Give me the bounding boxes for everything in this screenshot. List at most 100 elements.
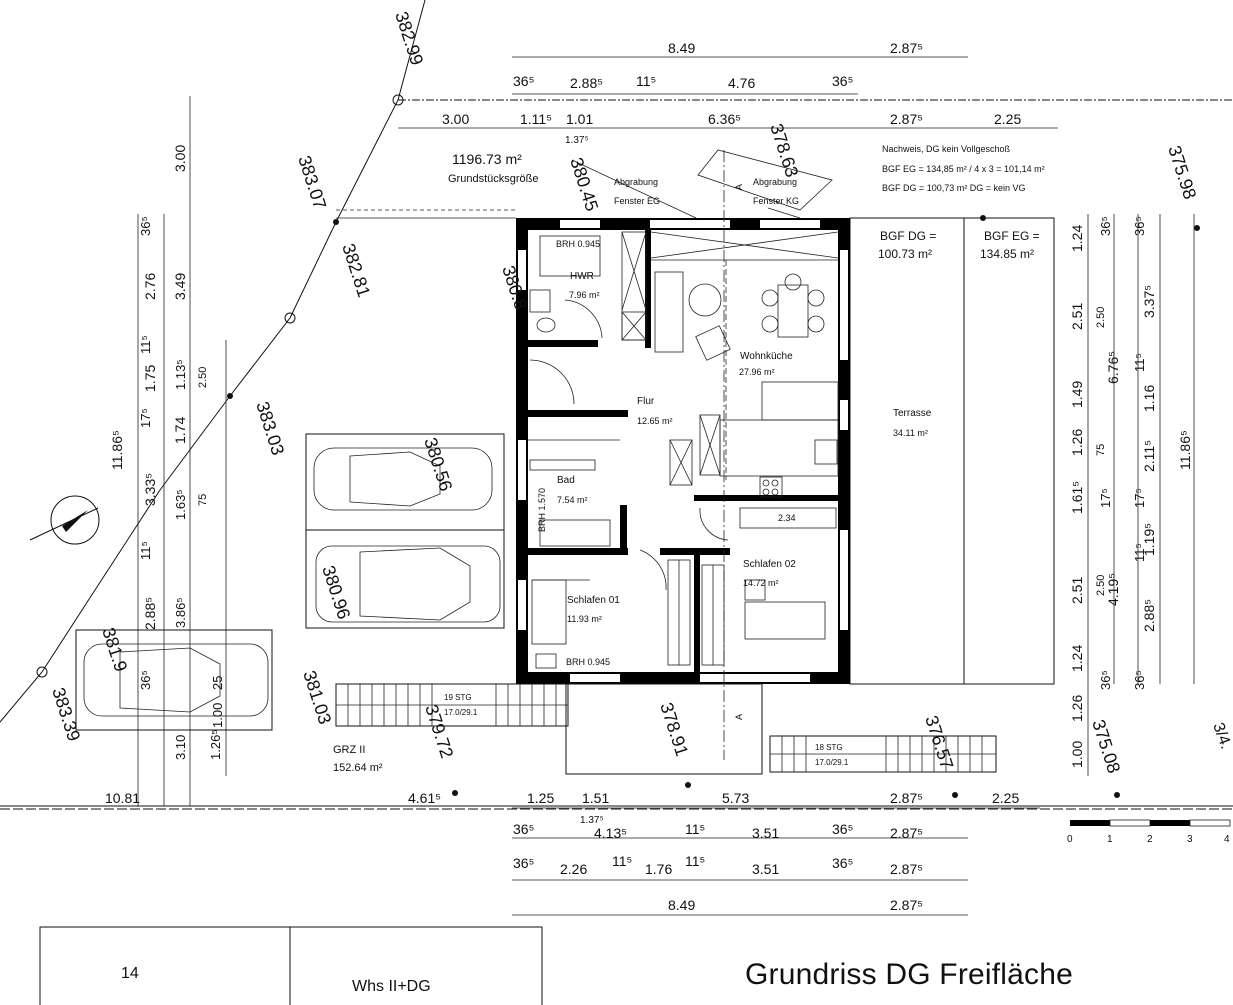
stairs-right-ratio: 17.0/29.1 — [815, 758, 849, 767]
abgrabung-kg-1: Abgrabung — [753, 177, 797, 187]
dimension-texts-top: 8.49 2.87⁵ 36⁵ 2.88⁵ 11⁵ 4.76 36⁵ 3.00 1… — [442, 40, 1021, 146]
car-2 — [315, 545, 501, 623]
dimension-texts-bottom: 10.81 4.61⁵ 1.25 1.51 5.73 2.87⁵ 2.25 1.… — [105, 790, 1019, 913]
elevation-label: 375.08 — [1088, 717, 1124, 776]
room-flur-area: 12.65 m² — [637, 416, 673, 426]
dimension-lines — [137, 56, 1195, 916]
title-block-frame — [39, 926, 543, 1005]
dim-text: 1.01 — [566, 111, 593, 127]
room-terrasse-area: 34.11 m² — [893, 428, 928, 438]
plot-area: 1196.73 m² — [452, 151, 522, 167]
parking — [75, 433, 505, 731]
dim-text: 2.50 — [1095, 575, 1107, 596]
dim-text: 36⁵ — [513, 73, 534, 89]
dimension-texts-left: 11.86⁵ 36⁵ 2.76 11⁵ 1.75 17⁵ 3.33⁵ 11⁵ 2… — [109, 145, 225, 760]
dim-text: 11.86⁵ — [109, 430, 125, 470]
dim-text: 1.00 — [1069, 741, 1085, 768]
scale-bar: 0 1 2 3 4 — [1067, 819, 1231, 845]
dim-text: 2.51 — [1069, 577, 1085, 604]
dim-text: 10.81 — [105, 790, 140, 806]
title-block-number: 14 — [121, 965, 139, 982]
dim-text: 11⁵ — [138, 541, 153, 560]
dim-text: 1.76 — [645, 861, 672, 877]
dim-text: 11⁵ — [138, 335, 153, 354]
dim-text: 1.51 — [582, 790, 609, 806]
dim-text: 1.24 — [1069, 225, 1085, 252]
stairs-right-count: 18 STG — [815, 743, 843, 752]
dim-text: 11⁵ — [1132, 353, 1147, 372]
dim-text: 8.49 — [668, 897, 695, 913]
dim-text: 4.13⁵ — [594, 825, 627, 841]
dim-text: 36⁵ — [513, 821, 534, 837]
dim-text: 1.61⁵ — [1069, 481, 1085, 514]
scale-0: 0 — [1067, 834, 1073, 845]
dim-text: 2.76 — [142, 273, 158, 300]
dim-text: 4.76 — [728, 75, 755, 91]
room-hwr-area: 7.96 m² — [569, 290, 600, 300]
dim-text: 2.87⁵ — [890, 111, 923, 127]
dim-text: 2.25 — [992, 790, 1019, 806]
dim-text: 3.00 — [442, 111, 469, 127]
dim-text: 2.87⁵ — [890, 40, 923, 56]
dim-text: 1.26⁵ — [208, 729, 223, 760]
dim-text: 2.87⁵ — [890, 861, 923, 877]
plot-area-label: Grundstücksgröße — [448, 173, 538, 185]
scale-3: 3 — [1187, 834, 1193, 845]
dim-text: 36⁵ — [138, 670, 153, 690]
room-schlafen02-name: Schlafen 02 — [743, 559, 796, 570]
dim-text: 2.87⁵ — [890, 825, 923, 841]
dim-text: 11.86⁵ — [1177, 430, 1193, 470]
section-mark-top: A — [734, 184, 744, 190]
room-bad-name: Bad — [557, 475, 575, 486]
dim-text: 3.51 — [752, 825, 779, 841]
drawing-title: Grundriss DG Freifläche — [745, 958, 1074, 991]
dim-text: 2.50 — [1095, 307, 1107, 328]
dim-text: 36⁵ — [832, 821, 853, 837]
room-terrasse-name: Terrasse — [893, 408, 932, 419]
scale-1: 1 — [1107, 834, 1113, 845]
dim-text: 36⁵ — [832, 855, 853, 871]
dim-text: 75 — [1095, 444, 1107, 456]
bgf-eg-value: 134.85 m² — [980, 247, 1034, 261]
elevation-label: 380.96 — [318, 563, 354, 622]
labels: 1196.73 m² Grundstücksgröße GRZ II 152.6… — [333, 144, 1233, 774]
dim-text: 1.26 — [1069, 429, 1085, 456]
dim-text: 5.73 — [722, 790, 749, 806]
dim-text: 1.13⁵ — [173, 359, 188, 390]
dim-text: 2.51 — [1069, 303, 1085, 330]
dim-text: 6.36⁵ — [708, 111, 741, 127]
grz-label: GRZ II — [333, 744, 365, 756]
nachweis-line-3: BGF DG = 100,73 m² DG = kein VG — [882, 183, 1026, 193]
brh-schlafen01: BRH 0.945 — [566, 657, 610, 667]
grz-value: 152.64 m² — [333, 762, 383, 774]
dim-text: 1.16 — [1141, 385, 1157, 412]
dim-text: 1.00 — [210, 703, 225, 728]
elevation-label: 378.91 — [656, 700, 692, 759]
bgf-dg-value: 100.73 m² — [878, 247, 932, 261]
dim-text: 3.37⁵ — [1141, 285, 1157, 318]
dim-text: 4.19⁵ — [1105, 573, 1121, 606]
property-lines — [0, 0, 1233, 810]
room-schlafen01-name: Schlafen 01 — [567, 595, 620, 606]
elevation-label: 382.81 — [338, 241, 374, 300]
section-mark-bottom: A — [734, 714, 744, 720]
dim-text: 11⁵ — [636, 73, 656, 89]
room-schlafen01-area: 11.93 m² — [567, 614, 602, 624]
dim-text: 36⁵ — [1132, 670, 1147, 690]
dim-text: 2.26 — [560, 861, 587, 877]
dim-text: 36⁵ — [138, 216, 153, 236]
dim-text: 4.61⁵ — [408, 790, 441, 806]
abgrabung-eg-1: Abgrabung — [614, 177, 658, 187]
room-flur-name: Flur — [637, 396, 655, 407]
dim-text: 36⁵ — [1098, 670, 1113, 690]
elevation-label: 375.98 — [1164, 143, 1200, 202]
dim-text: 11⁵ — [685, 853, 705, 869]
elevation-label: 383.39 — [48, 685, 84, 744]
elevation-label: 381.9 — [98, 625, 131, 674]
abgrabung-kg-2: Fenster KG — [753, 196, 799, 206]
dim-text: 36⁵ — [1132, 216, 1147, 236]
dim-text: 25 — [210, 676, 225, 690]
elevation-label: 381.03 — [299, 668, 335, 727]
dim-text: 1.75 — [142, 365, 158, 392]
